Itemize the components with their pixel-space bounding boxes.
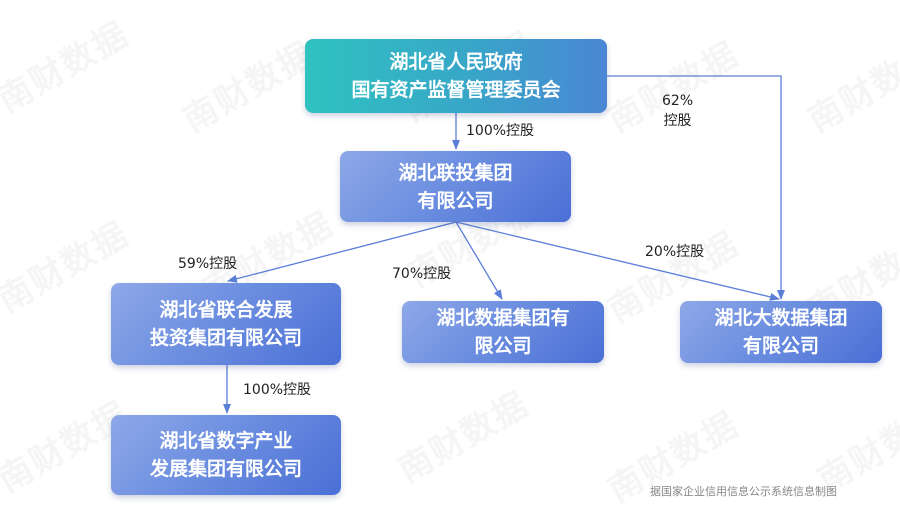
- node-shuzi: 湖北省数字产业 发展集团有限公司: [111, 415, 341, 495]
- edge-label-liantou-dashuju: 20%控股: [645, 244, 705, 260]
- node-sasac-line2: 国有资产监督管理委员会: [351, 79, 561, 101]
- edge-label-liantou-lianhe: 59%控股: [178, 256, 238, 272]
- node-shuju-line1: 湖北数据集团有: [436, 307, 570, 329]
- edge-liantou-lianhe: [227, 221, 457, 283]
- edge-label-lianhe-shuzi: 100%控股: [243, 382, 312, 398]
- node-liantou: 湖北联投集团 有限公司: [340, 151, 571, 222]
- edge-label-sasac-dashuju: 62% 控股: [662, 91, 693, 131]
- edge-liantou-dashuju: [455, 221, 780, 301]
- edge-sasac-dashuju: [607, 75, 785, 300]
- edge-liantou-shuju: [455, 221, 503, 300]
- edge-label-sasac-liantou: 100%控股: [466, 123, 535, 139]
- node-lianhe: 湖北省联合发展 投资集团有限公司: [111, 283, 341, 365]
- node-dashuju: 湖北大数据集团 有限公司: [680, 301, 882, 363]
- node-shuju: 湖北数据集团有 限公司: [402, 301, 604, 363]
- node-lianhe-line2: 投资集团有限公司: [149, 327, 302, 349]
- node-sasac: 湖北省人民政府 国有资产监督管理委员会: [305, 39, 607, 113]
- edge-label-sasac-dashuju-txt: 控股: [663, 113, 692, 129]
- edge-label-liantou-shuju: 70%控股: [392, 266, 452, 282]
- edge-label-sasac-dashuju-pct: 62%: [662, 93, 694, 109]
- node-sasac-line1: 湖北省人民政府: [389, 51, 523, 73]
- source-note: 据国家企业信用信息公示系统信息制图: [650, 485, 837, 498]
- node-lianhe-line1: 湖北省联合发展: [159, 299, 293, 321]
- node-dashuju-line1: 湖北大数据集团: [714, 307, 848, 329]
- node-liantou-line1: 湖北联投集团: [398, 161, 513, 184]
- node-dashuju-line2: 有限公司: [742, 335, 819, 357]
- node-shuzi-line1: 湖北省数字产业: [159, 430, 293, 452]
- node-shuzi-line2: 发展集团有限公司: [149, 458, 302, 480]
- node-liantou-line2: 有限公司: [417, 189, 494, 212]
- node-shuju-line2: 限公司: [474, 335, 532, 357]
